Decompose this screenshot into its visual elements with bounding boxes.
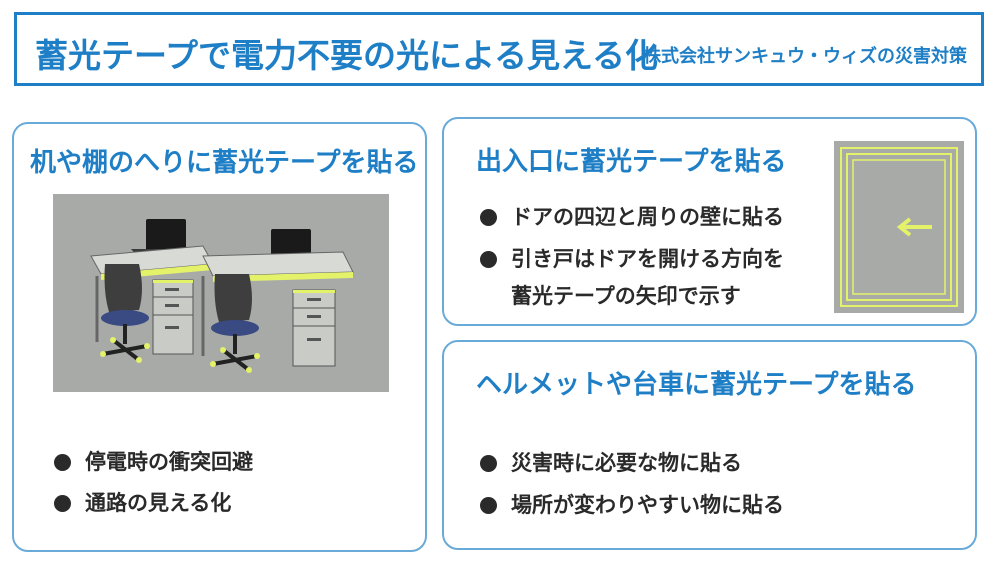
- bullet-dot: [480, 251, 497, 268]
- helmet-panel: ヘルメットや台車に蓄光テープを貼る 災害時に必要な物に貼る 場所が変わりやすい物…: [442, 340, 977, 550]
- page-subtitle: 株式会社サンキュウ・ウィズの災害対策: [643, 46, 967, 67]
- helmet-bullet-2: 場所が変わりやすい物に貼る: [480, 487, 784, 524]
- chair-right: [210, 274, 260, 373]
- desk-panel: 机や棚のへりに蓄光テープを貼る: [12, 122, 427, 552]
- helmet-bullet-1: 災害時に必要な物に貼る: [480, 445, 742, 482]
- door-illustration: [834, 141, 964, 313]
- chair-left: [100, 264, 150, 363]
- door-panel: 出入口に蓄光テープを貼る ドアの四辺と周りの壁に貼る 引き戸はドアを開ける方向を…: [442, 117, 977, 326]
- title-banner: 蓄光テープで電力不要の光による見える化 株式会社サンキュウ・ウィズの災害対策: [14, 12, 984, 86]
- desk-bullet-2: 通路の見える化: [54, 485, 231, 522]
- bullet-dot: [480, 497, 497, 514]
- door-bullet-2: 引き戸はドアを開ける方向を 蓄光テープの矢印で示す: [480, 241, 784, 315]
- bullet-dot: [54, 454, 71, 471]
- desk-panel-heading: 机や棚のへりに蓄光テープを貼る: [30, 148, 419, 178]
- arrow-left-icon: [896, 217, 932, 237]
- door-bullet-1: ドアの四辺と周りの壁に貼る: [480, 199, 784, 236]
- page-title: 蓄光テープで電力不要の光による見える化: [35, 36, 659, 75]
- bullet-dot: [480, 455, 497, 472]
- bullet-dot: [54, 495, 71, 512]
- helmet-panel-heading: ヘルメットや台車に蓄光テープを貼る: [476, 370, 917, 400]
- drawer-left: [152, 279, 194, 355]
- bullet-dot: [480, 209, 497, 226]
- office-desk-illustration: [53, 194, 389, 392]
- drawer-right: [292, 289, 336, 367]
- door-panel-heading: 出入口に蓄光テープを貼る: [476, 147, 787, 177]
- desk-bullet-1: 停電時の衝突回避: [54, 444, 253, 481]
